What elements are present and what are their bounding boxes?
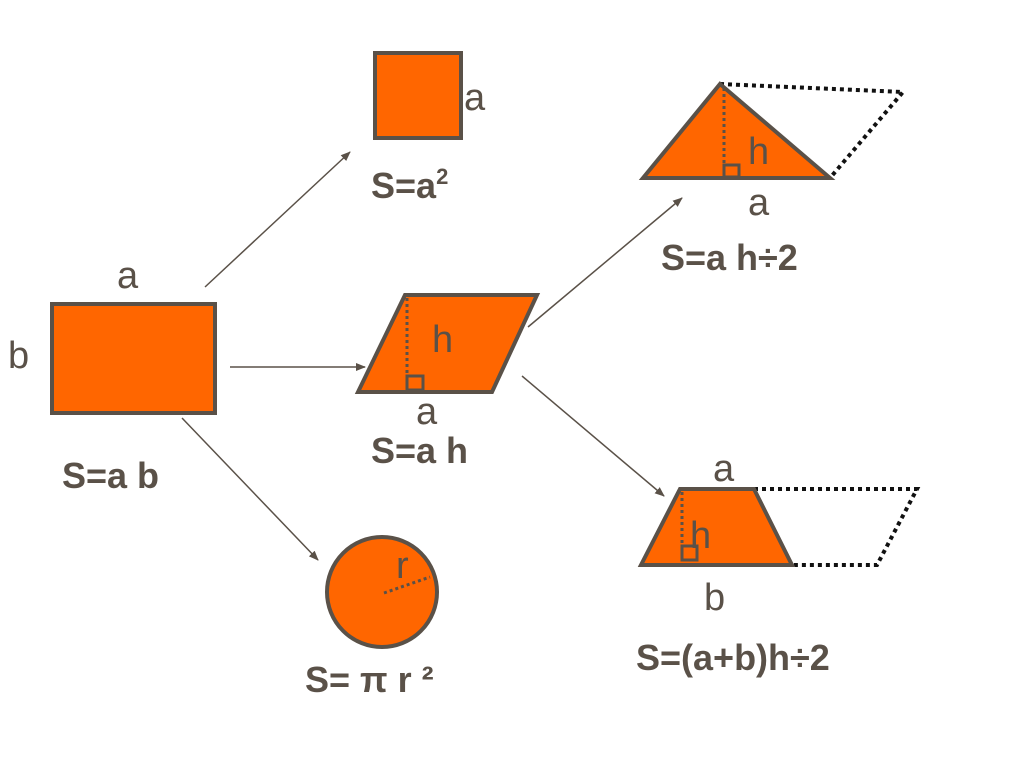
triangle-dotted-extension [719,82,908,180]
trapezoid-dotted-extension [754,487,921,567]
square-label-a: a [464,77,486,119]
triangle-formula: S=a h÷2 [661,237,798,278]
trapezoid-label-h: h [690,515,711,557]
square-formula-exponent: 2 [436,164,448,189]
square-formula-base: S=a [371,165,437,206]
circle-radius-line [383,575,431,595]
circle-label-r: r [396,545,409,587]
triangle-label-h: h [748,131,769,173]
parallelogram-group: h a S=a h [354,293,541,471]
arrow-to-square [204,151,351,288]
parallelogram-label-a: a [416,391,438,433]
arrow-to-triangle [527,197,683,328]
trapezoid-label-a: a [713,448,735,490]
trapezoid-label-b: b [704,577,725,619]
rectangle-group: a b S=a b [8,255,217,496]
rectangle-label-b: b [8,335,29,377]
square-group: a S=a2 [371,51,486,206]
arrow-to-circle [181,417,319,561]
circle-shape [325,535,439,649]
rectangle-formula: S=a b [62,455,159,496]
arrow-to-trapezoid [521,375,665,497]
triangle-label-a: a [748,182,770,224]
parallelogram-label-h: h [432,319,453,361]
trapezoid-group: a h b S=(a+b)h÷2 [636,448,921,678]
parallelogram-right-angle [405,374,425,392]
rectangle-shape [50,302,217,415]
rectangle-label-a: a [117,255,139,297]
triangle-group: h a S=a h÷2 [638,81,908,278]
trapezoid-formula: S=(a+b)h÷2 [636,637,830,678]
circle-formula: S= π r ² [305,659,434,700]
trapezoid-right-angle [680,544,699,562]
parallelogram-shape [354,293,541,394]
square-shape [373,51,463,140]
triangle-right-angle [722,163,741,179]
circle-group: r S= π r ² [305,535,439,700]
square-formula: S=a2 [371,164,448,206]
parallelogram-formula: S=a h [371,430,468,471]
trapezoid-shape [637,487,796,567]
